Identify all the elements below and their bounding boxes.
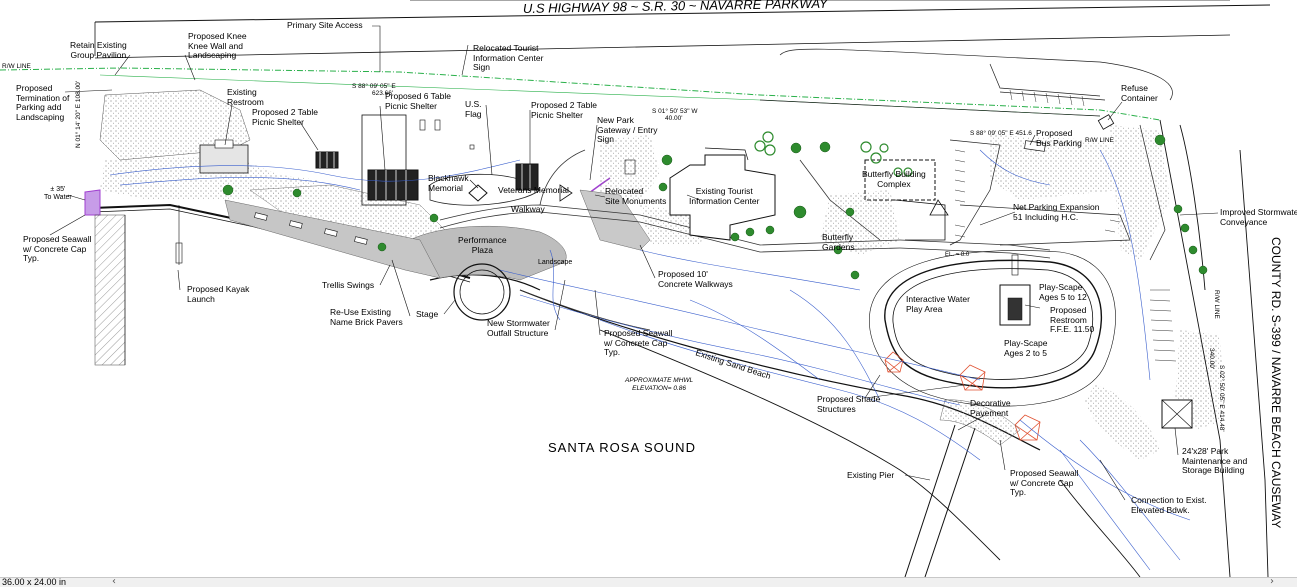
county-road-label: COUNTY RD. S-399 / NAVARRE BEACH CAUSEWA…	[1269, 237, 1283, 528]
concrete-walkways	[439, 149, 1051, 331]
status-bar: 36.00 x 24.00 in ‹ ›	[0, 576, 1297, 587]
label-mhwl: APPROXIMATE MHWL ELEVATION= 0.86	[625, 377, 694, 392]
label-water-play: Interactive Water Play Area	[906, 294, 970, 314]
label-refuse: Refuse Container	[1121, 83, 1158, 103]
elevation-label: EL. = 8.0	[945, 252, 970, 258]
label-blackhawk: Blackhawk Memorial	[428, 173, 469, 193]
rw-line-east: R/W LINE	[1213, 290, 1220, 320]
trees	[222, 134, 1208, 280]
label-retain-pavilion: Retain Existing Group Pavilion	[70, 40, 127, 60]
north-parking	[759, 48, 1173, 117]
existing-pier	[904, 424, 976, 577]
label-butterfly-building: Butterfly Building Complex	[862, 169, 926, 189]
label-tourist-sign: Relocated Tourist Information Center Sig…	[473, 43, 544, 72]
label-shelter-2table-east: Proposed 2 Table Picnic Shelter	[531, 100, 598, 120]
label-decorative: Decorative Pavement	[970, 398, 1011, 418]
stage-circle	[453, 263, 511, 321]
label-performance-plaza: Performance Plaza	[458, 235, 507, 255]
performance-plaza	[399, 225, 567, 281]
label-shelter-2table-west: Proposed 2 Table Picnic Shelter	[252, 107, 319, 127]
label-trellis: Trellis Swings	[322, 280, 375, 290]
label-bus-parking: Proposed Bus Parking	[1036, 128, 1082, 148]
label-landscape: Landscape	[538, 259, 573, 266]
label-seawall-west: Proposed Seawall w/ Concrete Cap Typ.	[23, 234, 92, 263]
label-walkway: Walkway	[511, 204, 545, 214]
highway: U.S HIGHWAY 98 ~ S.R. 30 ~ NAVARRE PARKW…	[94, 0, 1271, 59]
bearing-west: N 01° 14' 20" E 108.00'	[74, 81, 82, 148]
butterfly-building	[864, 159, 936, 201]
label-gateway: New Park Gateway / Entry Sign	[597, 115, 658, 144]
label-knee-wall: Proposed Knee Knee Wall and Landscaping	[188, 31, 247, 60]
dist-340: 340.00'	[1208, 348, 1215, 369]
leader-lines	[49, 25, 1219, 501]
tourist-info-center	[669, 154, 776, 241]
property-line	[0, 67, 1161, 121]
shade-structures	[884, 351, 1041, 441]
label-shade: Proposed Shade Structures	[817, 394, 881, 414]
label-veterans: Veterans Memorial	[498, 185, 569, 195]
label-seawall-east: Proposed Seawall w/ Concrete Cap Typ.	[1010, 468, 1079, 497]
sand-beach-label: Existing Sand Beach	[694, 347, 772, 381]
existing-restroom	[199, 144, 249, 174]
label-outfall: New Stormwater Outfall Structure	[487, 318, 550, 338]
label-to-water: ± 35' To Water	[44, 186, 72, 201]
label-connection: Connection to Exist. Elevated Bdwk.	[1131, 495, 1207, 515]
label-termination: Proposed Termination of Parking add Land…	[16, 83, 70, 122]
tree-canopies	[754, 131, 913, 177]
bearing-3: S 88° 09' 05" E 451.6	[970, 129, 1032, 137]
label-stage: Stage	[416, 309, 439, 319]
stippled-landscaping	[99, 89, 1225, 460]
label-kayak: Proposed Kayak Launch	[187, 284, 250, 304]
picnic-shelters	[315, 114, 539, 206]
label-tourist-center: Existing Tourist Information Center	[689, 186, 760, 206]
page-size-readout: 36.00 x 24.00 in	[2, 577, 67, 587]
label-us-flag: U.S. Flag	[465, 99, 482, 119]
label-shelter-6table: Proposed 6 Table Picnic Shelter	[385, 91, 452, 111]
rw-line-north: R/W LINE	[1085, 137, 1115, 144]
santa-rosa-sound: SANTA ROSA SOUND	[548, 440, 696, 455]
rw-line-west: R/W LINE	[2, 63, 32, 70]
parking-expansion	[949, 124, 1166, 261]
label-seawall-mid: Proposed Seawall w/ Concrete Cap Typ.	[604, 328, 673, 357]
label-maintenance: 24'x28' Park Maintenance and Storage Bui…	[1182, 446, 1248, 475]
label-existing-restroom: Existing Restroom	[227, 87, 264, 107]
label-primary-access: Primary Site Access	[287, 20, 363, 30]
label-playscape-5-12: Play-Scape Ages 5 to 12	[1039, 282, 1087, 302]
label-proposed-restroom: Proposed Restroom F.F.E. 11.50	[1050, 305, 1095, 334]
label-playscape-2-5: Play-Scape Ages 2 to 5	[1004, 338, 1048, 358]
label-stormwater-conveyance: Improved Stormwater Conveyance	[1220, 207, 1297, 227]
label-walkways-10: Proposed 10' Concrete Walkways	[658, 269, 733, 289]
bearing-east: S 02° 50' 05" E 414.48'	[1218, 365, 1226, 432]
label-brick-pavers: Re-Use Existing Name Brick Pavers	[330, 307, 403, 327]
label-net-parking: Net Parking Expansion 51 Including H.C.	[1013, 202, 1100, 222]
label-relocated-monuments: Relocated Site Monuments	[605, 186, 667, 206]
chevron-right-icon[interactable]: ›	[1270, 576, 1274, 587]
chevron-left-icon[interactable]: ‹	[112, 576, 116, 587]
contour-lines	[109, 149, 1191, 571]
label-butterfly-gardens: Butterfly Gardens	[822, 232, 855, 252]
label-pier: Existing Pier	[847, 470, 895, 480]
